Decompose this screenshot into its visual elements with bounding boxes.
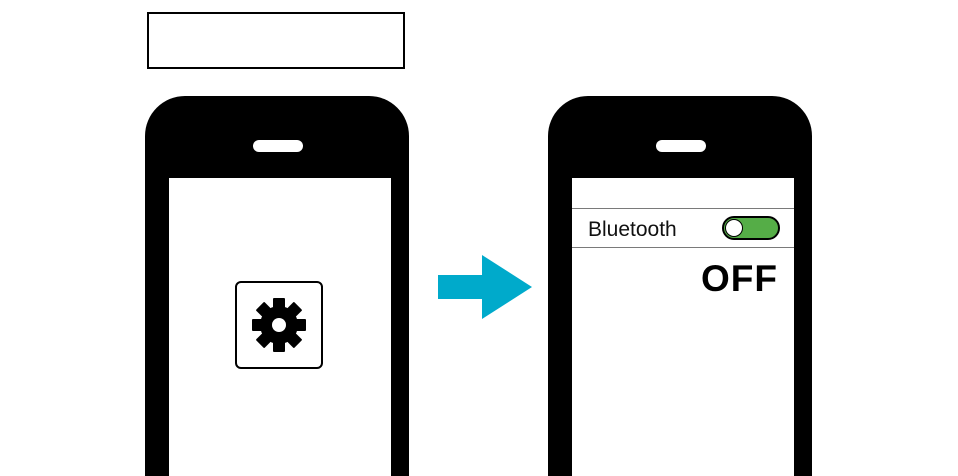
phone-before	[145, 96, 409, 476]
status-off-text: OFF	[701, 258, 778, 299]
arrow-shape	[438, 255, 532, 319]
bluetooth-toggle[interactable]	[722, 216, 780, 240]
bluetooth-label: Bluetooth	[588, 218, 677, 241]
toggle-knob	[725, 219, 743, 237]
settings-app-button[interactable]	[235, 281, 323, 369]
phone-speaker	[656, 140, 706, 152]
phone-speaker	[253, 140, 303, 152]
phone-screen: Bluetooth OFF	[572, 178, 794, 476]
bluetooth-setting-row: Bluetooth	[572, 208, 794, 248]
phone-screen	[169, 178, 391, 476]
right-arrow-icon	[438, 255, 532, 319]
gear-icon	[252, 298, 306, 352]
blank-label-box	[147, 12, 405, 69]
phone-after: Bluetooth OFF	[548, 96, 812, 476]
